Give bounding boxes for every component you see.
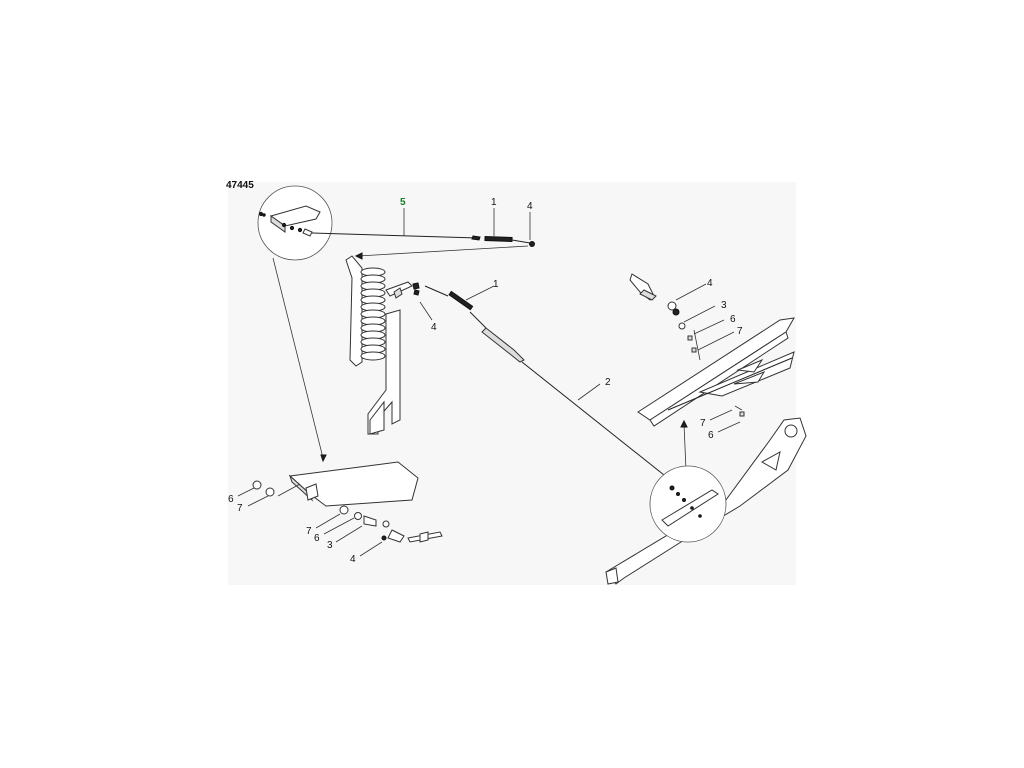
callout-6-bl-b: 6 xyxy=(314,533,320,544)
callout-6-right-b: 6 xyxy=(708,430,714,441)
small-hardware-mid xyxy=(412,282,420,296)
callout-4-right: 4 xyxy=(707,278,713,289)
callout-3-bl: 3 xyxy=(327,540,333,551)
arrow-head-bracket xyxy=(320,454,327,463)
chute-plate-upper xyxy=(637,317,795,427)
callout-7-bl-b: 7 xyxy=(306,526,312,537)
leader-top-to-post xyxy=(357,245,529,257)
callout-5-top: 5 xyxy=(400,197,406,208)
callout-1-top: 1 xyxy=(491,197,497,208)
leader-circle-to-bracket xyxy=(272,257,324,459)
callout-7-bl-a: 7 xyxy=(237,503,243,514)
callout-6-bl-a: 6 xyxy=(228,494,234,505)
arrow-head-post xyxy=(354,252,363,260)
callout-3-right: 3 xyxy=(721,300,727,311)
callout-7-right-b: 7 xyxy=(700,418,706,429)
callout-7-right-a: 7 xyxy=(737,326,743,337)
callout-6-right-a: 6 xyxy=(730,314,736,325)
frame-lower-right xyxy=(605,417,807,585)
callout-4-top: 4 xyxy=(527,201,533,212)
cable-mid xyxy=(424,285,670,482)
cable-assembly-top xyxy=(311,232,535,247)
leader-circle-to-chute xyxy=(683,423,687,471)
hardware-stack-right xyxy=(629,273,745,417)
callout-leaders xyxy=(237,208,741,557)
reference-number: 47445 xyxy=(226,180,254,191)
callout-2-mid: 2 xyxy=(605,377,611,388)
spring-post xyxy=(345,255,413,435)
bracket-bottom-left xyxy=(288,461,419,507)
detail-circle-top-left xyxy=(257,185,333,261)
callout-1-mid: 1 xyxy=(493,279,499,290)
callout-4-mid: 4 xyxy=(431,322,437,333)
arrow-head-chute xyxy=(680,419,688,428)
spring-coil xyxy=(360,267,386,361)
callout-labels: 5 1 4 1 4 2 4 3 6 7 7 6 6 7 7 6 3 4 xyxy=(228,197,743,565)
callout-4-bl: 4 xyxy=(350,554,356,565)
hardware-bottom-left xyxy=(252,480,443,543)
